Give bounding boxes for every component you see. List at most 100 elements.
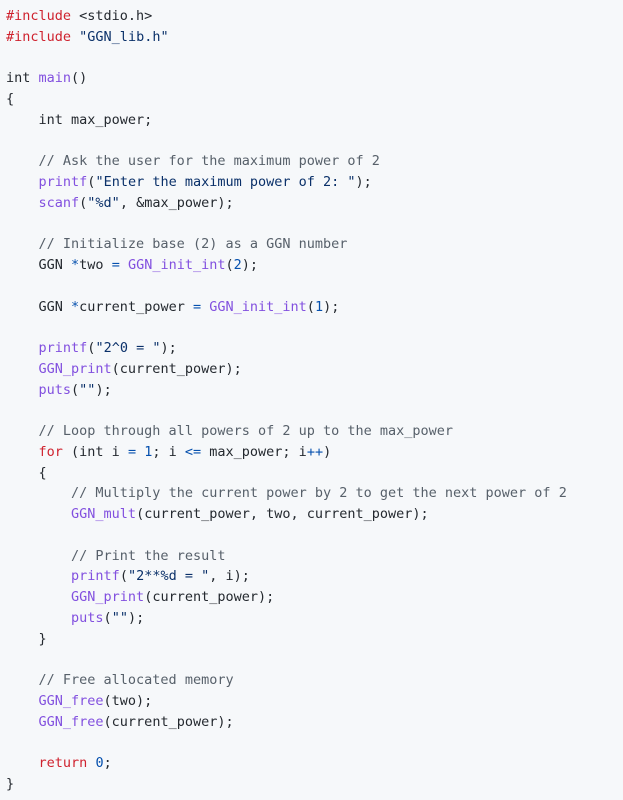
code-token-func: puts: [38, 381, 72, 398]
code-line: // Loop through all powers of 2 up to th…: [6, 421, 623, 442]
code-token-plain: (: [306, 298, 315, 315]
code-line: ​: [6, 525, 623, 546]
code-line: #include <stdio.h>: [6, 6, 623, 27]
code-line: GGN_print(current_power);: [6, 587, 623, 608]
code-token-plain: [6, 610, 71, 626]
code-token-plain: (current_power, two, current_power);: [136, 506, 429, 522]
code-token-func: main: [38, 70, 72, 87]
code-token-plain: int max_power;: [6, 111, 153, 128]
code-token-comment: // Ask the user for the maximum power of…: [38, 153, 380, 170]
code-token-plain: [71, 29, 79, 45]
code-token-op: =: [111, 257, 120, 273]
code-line: scanf("%d", &max_power);: [6, 193, 623, 214]
code-token-plain: [6, 485, 71, 501]
code-token-plain: [6, 174, 39, 190]
code-line: printf("2**%d = ", i);: [6, 566, 623, 587]
code-line: printf("2^0 = ");: [6, 338, 623, 359]
code-token-func: GGN_print: [71, 589, 145, 605]
code-line: #include "GGN_lib.h": [6, 27, 623, 48]
code-line: ​: [6, 214, 623, 235]
code-token-comment: // Loop through all powers of 2 up to th…: [38, 423, 454, 439]
code-token-plain: [6, 195, 39, 211]
code-token-func: puts: [71, 609, 104, 626]
code-token-func: GGN_print: [38, 360, 112, 377]
code-line: printf("Enter the maximum power of 2: ")…: [6, 172, 623, 193]
code-token-plain: {: [6, 464, 47, 481]
code-line: GGN_print(current_power);: [6, 359, 623, 380]
code-token-plain: max_power; i: [201, 443, 307, 460]
code-token-string: "Enter the maximum power of 2: ": [95, 174, 356, 190]
code-token-plain: [6, 444, 39, 460]
code-lines: #include <stdio.h>#include "GGN_lib.h"​i…: [6, 6, 623, 795]
code-token-plain: (: [103, 609, 112, 626]
code-token-func: printf: [71, 568, 120, 585]
code-line: ​: [6, 276, 623, 297]
code-token-func: GGN_free: [38, 713, 104, 730]
code-token-plain: );: [160, 340, 177, 356]
code-line: // Ask the user for the maximum power of…: [6, 151, 623, 172]
code-token-plain: (current_power);: [144, 589, 275, 605]
code-token-plain: [6, 548, 71, 564]
code-token-plain: two: [79, 257, 112, 273]
code-token-plain: [6, 714, 39, 730]
code-token-plain: GGN: [6, 298, 72, 315]
code-token-plain: [6, 589, 71, 605]
code-token-string: "": [79, 381, 96, 398]
code-line: puts("");: [6, 380, 623, 401]
code-token-plain: , i);: [209, 568, 250, 585]
code-token-plain: [6, 693, 39, 709]
code-line: ​: [6, 48, 623, 69]
code-line: // Free allocated memory: [6, 670, 623, 691]
code-token-plain: }: [6, 775, 15, 792]
code-line: GGN *current_power = GGN_init_int(1);: [6, 297, 623, 318]
code-token-plain: , &max_power);: [119, 194, 234, 211]
code-line: {: [6, 89, 623, 110]
code-token-plain: );: [127, 609, 145, 626]
code-token-plain: [136, 444, 144, 460]
code-token-plain: [6, 340, 39, 356]
code-token-func: GGN_init_int: [127, 257, 226, 273]
code-line: }: [6, 629, 623, 650]
code-token-string: "2**%d = ": [127, 568, 210, 585]
code-token-string: "GGN_lib.h": [79, 28, 169, 45]
code-token-plain: (: [79, 194, 88, 211]
code-token-number: 1: [144, 443, 153, 460]
code-token-plain: [6, 423, 39, 439]
code-token-comment: // Print the result: [71, 547, 226, 564]
code-line: GGN_free(current_power);: [6, 712, 623, 733]
code-token-func: GGN_init_int: [209, 298, 307, 315]
code-token-plain: );: [241, 257, 259, 273]
code-token-plain: [6, 672, 39, 688]
code-token-string: "2^0 = ": [95, 340, 161, 356]
code-token-plain: [6, 153, 39, 169]
code-token-plain: (: [87, 174, 96, 190]
code-token-plain: current_power: [79, 298, 193, 315]
code-token-plain: );: [355, 174, 372, 190]
code-line: ​: [6, 649, 623, 670]
code-line: puts("");: [6, 608, 623, 629]
code-token-plain: [120, 257, 128, 273]
code-token-op: *: [71, 298, 80, 315]
code-token-plain: (current_power);: [103, 713, 234, 730]
code-token-plain: [6, 755, 39, 771]
code-token-string: "%d": [87, 194, 120, 211]
code-line: {: [6, 463, 623, 484]
code-token-op: <=: [184, 443, 202, 460]
code-token-comment: // Multiply the current power by 2 to ge…: [71, 485, 567, 502]
code-token-func: GGN_mult: [71, 506, 137, 522]
code-token-plain: int: [6, 70, 39, 87]
code-line: ​: [6, 400, 623, 421]
code-token-op: =: [127, 443, 137, 460]
code-token-plain: {: [6, 91, 15, 107]
code-token-plain: [6, 382, 39, 398]
code-token-number: 1: [314, 298, 324, 315]
code-token-op: ++: [306, 443, 324, 460]
code-line: // Initialize base (2) as a GGN number: [6, 234, 623, 255]
code-token-plain: ): [323, 443, 332, 460]
code-token-plain: (current_power);: [111, 360, 242, 377]
code-token-plain: ;: [103, 755, 112, 771]
code-token-number: 0: [95, 755, 104, 771]
code-line: ​: [6, 732, 623, 753]
code-line: // Print the result: [6, 546, 623, 567]
